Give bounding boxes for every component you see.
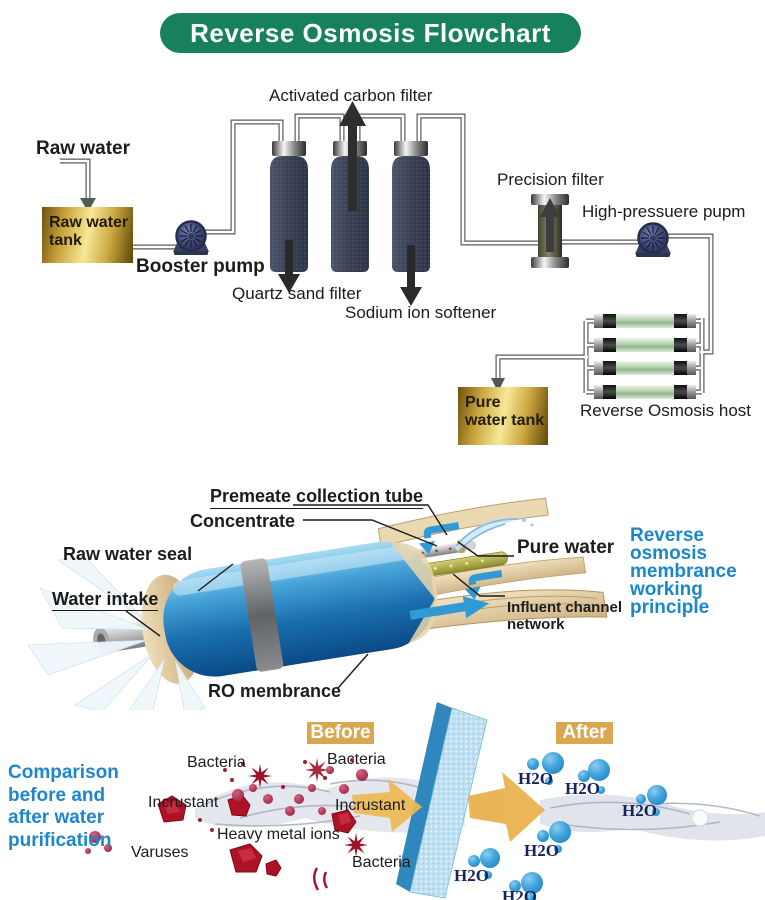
ro-membrance-label: RO membrance: [208, 681, 342, 701]
small-red-dots: [198, 758, 354, 832]
booster-pump-label: Booster pump: [136, 256, 265, 277]
h2o-label: H2O: [454, 866, 489, 885]
premeate-tube-label: Premeate collection tube: [210, 486, 424, 509]
activated-carbon-filter-label: Activated carbon filter: [269, 86, 433, 105]
ro-tube: [594, 385, 696, 399]
seal-band: [240, 558, 284, 672]
incrustant-label: Incrustant: [148, 794, 219, 811]
gold-arrows: [352, 772, 545, 842]
membrane-slab: [396, 702, 488, 899]
pure-water-jet: [455, 517, 534, 553]
high-pressure-pump-graphic: [633, 222, 673, 259]
h2o-molecules: [468, 752, 667, 900]
leader-lines: [125, 504, 514, 689]
heavy-metal-particles: [85, 766, 368, 854]
ro-host-graphic: [594, 314, 696, 399]
arrow-into-pure-tank: [491, 378, 505, 392]
after-badge: After: [556, 722, 613, 744]
working-principle-heading: Reverse osmosis membrance working princi…: [630, 525, 737, 618]
varuses-label: Varuses: [131, 844, 189, 861]
ro-tube: [594, 361, 696, 375]
incrustant-chunks: [157, 794, 357, 877]
arrow-into-raw-tank: [80, 198, 96, 212]
h2o-label: H2O: [502, 887, 537, 900]
booster-pump-graphic: [171, 220, 211, 257]
high-pressure-pump-label: High-pressuere pupm: [582, 202, 746, 221]
sodium-ion-softener-label: Sodium ion softener: [345, 303, 497, 322]
filter-vessels: [270, 101, 430, 306]
raw-water-seal-label: Raw water seal: [63, 544, 193, 564]
incrustant-label: Incrustant: [335, 797, 406, 814]
h2o-label: H2O: [524, 841, 559, 860]
bacteria-label: Bacteria: [327, 751, 386, 768]
intake-spray: [27, 555, 206, 710]
before-badge: Before: [307, 722, 374, 744]
red-squiggle: [313, 867, 329, 891]
comparison-heading: Comparison before and after water purifi…: [8, 762, 119, 851]
activated-carbon-vessel: [331, 101, 369, 272]
h2o-label: H2O: [518, 769, 553, 788]
influent-channel-label: Influent channel network: [507, 599, 623, 633]
membrane-illustration: [27, 497, 608, 710]
flow-arrows: [409, 522, 503, 620]
water-intake-label: Water intake: [52, 589, 159, 611]
comparison-graphic: [85, 702, 765, 900]
contaminants: [85, 758, 368, 891]
pure-water-tank: Pure water tank: [458, 387, 548, 445]
ro-tube: [594, 314, 696, 328]
ro-tube: [594, 338, 696, 352]
h2o-label: H2O: [622, 801, 657, 820]
raw-water-label: Raw water: [36, 138, 130, 159]
concentrate-label: Concentrate: [190, 511, 296, 531]
pure-water-label: Pure water: [517, 537, 615, 558]
pipes: [60, 113, 714, 395]
h2o-label: H2O: [565, 779, 600, 798]
page-title: Reverse Osmosis Flowchart: [160, 13, 581, 53]
heavy-metal-ions-label: Heavy metal ions: [217, 826, 340, 843]
ro-host-label: Reverse Osmosis host: [580, 401, 751, 420]
raw-water-tank: Raw water tank: [42, 207, 133, 263]
membrane-element: [93, 497, 608, 684]
bacteria-label: Bacteria: [187, 754, 246, 771]
water-splash-after: [540, 794, 765, 841]
flowchart-graphic: [60, 101, 714, 399]
bacteria-label: Bacteria: [352, 854, 411, 871]
sodium-softener-vessel: [392, 141, 430, 306]
quartz-sand-vessel: [270, 141, 308, 293]
quartz-sand-filter-label: Quartz sand filter: [232, 284, 362, 303]
precision-filter-label: Precision filter: [497, 170, 604, 189]
precision-filter-graphic: [531, 194, 569, 268]
